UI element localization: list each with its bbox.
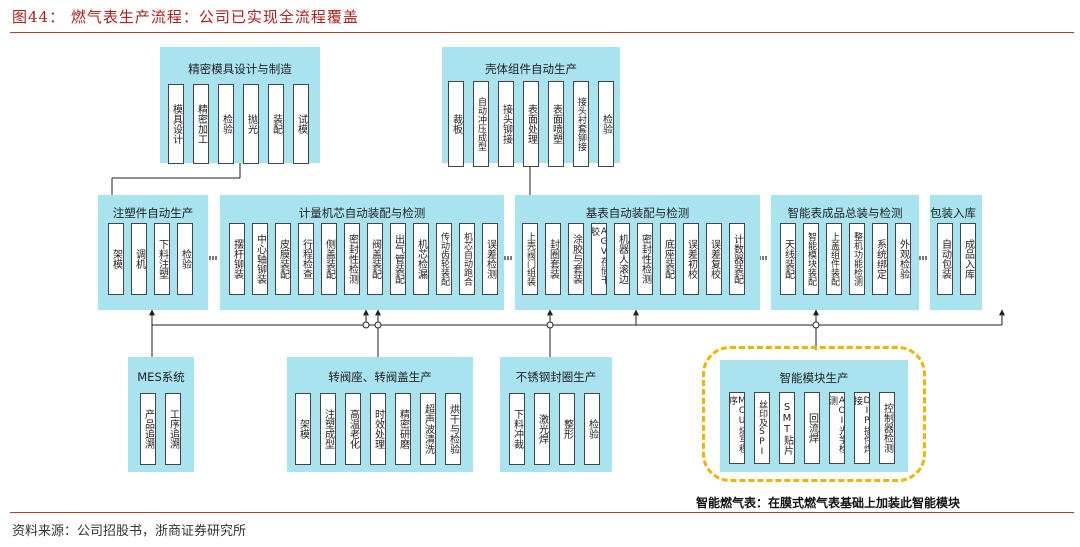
step-valve-6: 超声波清洗	[420, 393, 436, 465]
panel-base: 基表自动装配与检测上壳阀门组装封圈套装涂胶与套装 AGV存储干胶机器人滚边密封性检…	[515, 195, 760, 310]
step-core-1: 摆杆铆装	[229, 223, 245, 295]
step-mold-2: 精密加工	[193, 84, 209, 164]
step-injection-4: 检验	[177, 223, 193, 295]
smart-module-highlight	[702, 346, 926, 482]
step-module-4: 回流焊	[804, 392, 820, 464]
panel-module: 智能模块生产 MCU烧写程序丝印及SPI SMT贴片回流焊 AOI光学检测 DIP插件焊…	[720, 360, 908, 472]
step-shell-6: 接头衬套铆接	[573, 81, 589, 167]
step-base-5: 机器人滚边	[614, 223, 630, 295]
step-base-6: 密封性检测	[637, 223, 653, 295]
step-module-5: AOI光学检测	[829, 392, 845, 464]
panel-title-pack: 包装入库	[930, 206, 976, 220]
step-module-3: SMT贴片	[779, 392, 795, 464]
step-mold-1: 模具设计	[168, 84, 184, 164]
step-core-12: 误差检测	[482, 223, 498, 295]
panel-title-mold: 精密模具设计与制造	[188, 62, 292, 76]
step-core-5: 侧盖装配	[321, 223, 337, 295]
step-smart-2: 智能模块装配	[803, 223, 819, 295]
step-base-9: 误差复校	[706, 223, 722, 295]
step-mes-1: 产品追溯	[140, 393, 156, 465]
step-smart-3: 上盖组件装配	[826, 223, 842, 295]
step-pack-1: 自动包装	[937, 223, 953, 295]
step-base-4: AGV存储干胶	[591, 223, 607, 295]
step-injection-2: 调机	[131, 223, 147, 295]
step-core-10: 传动齿轮装配	[436, 223, 452, 295]
step-pack-2: 成品入库	[960, 223, 976, 295]
step-core-9: 机芯检漏	[413, 223, 429, 295]
panel-title-ring: 不锈钢封圈生产	[515, 370, 597, 384]
step-core-4: 行程检查	[298, 223, 314, 295]
step-ring-3: 整形	[559, 393, 575, 465]
step-ring-2: 激光焊	[534, 393, 550, 465]
panel-title-base: 基表自动装配与检测	[585, 206, 690, 220]
step-base-8: 误差初校	[683, 223, 699, 295]
step-base-1: 上壳阀门组装	[522, 223, 538, 295]
panel-mes: MES系统产品追溯工序追溯	[128, 357, 194, 472]
step-smart-6: 外观检验	[895, 223, 911, 295]
step-valve-4: 时效处理	[370, 393, 386, 465]
step-mold-3: 检验	[218, 84, 234, 164]
step-valve-2: 注塑成型	[320, 393, 336, 465]
step-base-7: 底座装配	[660, 223, 676, 295]
panel-title-valve: 转阀座、转阀盖生产	[328, 370, 432, 384]
step-core-7: 阀盖装配	[367, 223, 383, 295]
panel-title-smart: 智能表成品总装与检测	[787, 206, 903, 220]
panel-title-core: 计量机芯自动装配与检测	[298, 206, 426, 220]
step-shell-5: 表面喷塑	[548, 81, 564, 167]
step-valve-5: 精密研磨	[395, 393, 411, 465]
top-rule	[10, 32, 1074, 33]
step-core-2: 中心轴铆装	[252, 223, 268, 295]
step-base-3: 涂胶与套装	[568, 223, 584, 295]
step-valve-3: 高温老化	[345, 393, 361, 465]
panel-title-mes: MES系统	[137, 370, 185, 384]
step-smart-5: 系统绑定	[872, 223, 888, 295]
step-shell-1: 裁板	[448, 81, 464, 167]
step-valve-1: 架模	[295, 393, 311, 465]
step-core-11: 机芯自动跑合	[459, 223, 475, 295]
step-module-2: 丝印及SPI	[754, 392, 770, 464]
step-shell-2: 自动冲压成型	[473, 81, 489, 167]
smart-meter-note: 智能燃气表：在膜式燃气表基础上加装此智能模块	[696, 496, 961, 510]
panel-title-shell: 壳体组件自动生产	[485, 62, 577, 76]
panel-ring: 不锈钢封圈生产下料冲裁激光焊整形检验	[500, 357, 612, 472]
step-mes-2: 工序追溯	[165, 393, 181, 465]
step-shell-4: 表面处理	[523, 81, 539, 167]
step-smart-4: 整机功能检测	[849, 223, 865, 295]
step-shell-3: 接头铆接	[498, 81, 514, 167]
panel-injection: 注塑件自动生产架模调机下料注塑检验	[98, 195, 208, 310]
step-base-2: 封圈套装	[545, 223, 561, 295]
panel-smart: 智能表成品总装与检测天线装配智能模块装配上盖组件装配整机功能检测系统绑定外观检验	[771, 195, 919, 310]
step-ring-1: 下料冲裁	[509, 393, 525, 465]
step-module-1: MCU烧写程序	[729, 392, 745, 464]
panel-mold: 精密模具设计与制造模具设计精密加工检验抛光装配试模	[160, 47, 320, 164]
step-injection-1: 架模	[108, 223, 124, 295]
step-valve-7: 烘干与检验	[445, 393, 461, 465]
step-mold-6: 试模	[293, 84, 309, 164]
step-smart-1: 天线装配	[780, 223, 796, 295]
step-core-3: 皮膜装配	[275, 223, 291, 295]
source-note: 资料来源：公司招股书，浙商证券研究所	[12, 524, 247, 539]
step-injection-3: 下料注塑	[154, 223, 170, 295]
step-shell-7: 检验	[598, 81, 614, 167]
panel-title-module: 智能模块生产	[779, 371, 849, 385]
step-mold-5: 装配	[268, 84, 284, 164]
bus-junctions	[362, 321, 820, 329]
panel-pack: 包装入库自动包装成品入库	[930, 195, 982, 310]
step-base-10: 计数器装配	[729, 223, 745, 295]
step-ring-4: 检验	[584, 393, 600, 465]
panel-title-injection: 注塑件自动生产	[112, 206, 194, 220]
panel-valve: 转阀座、转阀盖生产架模注塑成型高温老化时效处理精密研磨超声波清洗烘干与检验	[287, 357, 473, 472]
step-module-6: DIP插件焊接	[854, 392, 870, 464]
panel-shell: 壳体组件自动生产裁板自动冲压成型接头铆接表面处理表面喷塑接头衬套铆接检验	[442, 47, 620, 167]
panel-core: 计量机芯自动装配与检测摆杆铆装中心轴铆装皮膜装配行程检查侧盖装配密封性检测阀盖装…	[220, 195, 504, 310]
step-module-7: 控制器检测	[879, 392, 895, 464]
step-core-6: 密封性检测	[344, 223, 360, 295]
step-mold-4: 抛光	[243, 84, 259, 164]
figure-title: 图44： 燃气表生产流程：公司已实现全流程覆盖	[12, 8, 359, 26]
bottom-rule	[10, 512, 1074, 513]
step-core-8: 出气管装配	[390, 223, 406, 295]
